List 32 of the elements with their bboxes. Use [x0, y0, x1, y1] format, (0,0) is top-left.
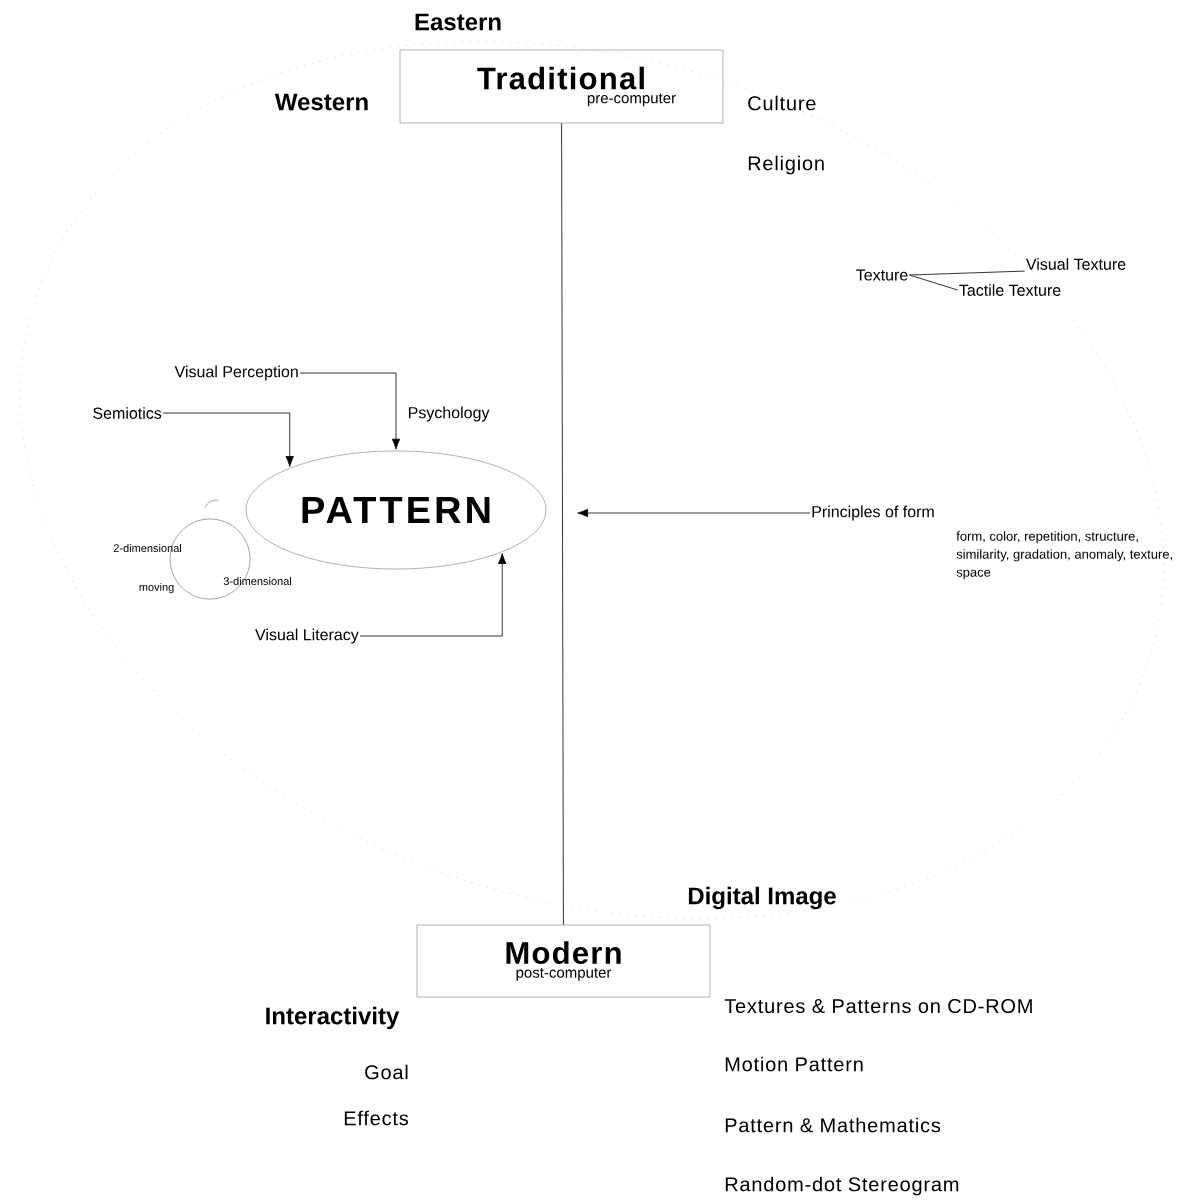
label-text: Random-dot Stereogram: [725, 1176, 959, 1196]
topic-text: Visual Perception: [174, 365, 298, 381]
connector-line: [359, 553, 507, 637]
label-text: Western: [274, 93, 368, 111]
connector-line: [162, 412, 294, 467]
connector-line: [909, 270, 1026, 276]
connector-line: [909, 274, 959, 291]
label-text: Culture: [748, 95, 816, 111]
label-text: Digital Image: [688, 886, 836, 910]
label-text: Psychology: [408, 406, 490, 422]
label-text: Motion Pattern: [725, 1056, 863, 1072]
connector-line: [577, 508, 811, 518]
label-text: Textures & Patterns on CD-ROM: [724, 998, 1032, 1014]
topic-text: Visual Texture: [1025, 258, 1126, 270]
label-text: Interactivity: [266, 1006, 400, 1030]
period-box: Traditional pre-computer: [399, 49, 724, 124]
topic-text: Principles of form: [812, 505, 934, 521]
period-box: Modern post-computer: [416, 924, 711, 998]
topic-text: Semiotics: [93, 407, 162, 419]
label-text: Religion: [748, 155, 824, 175]
label-text: 2-dimensional: [113, 543, 181, 553]
label-text: Effects: [344, 1110, 409, 1126]
description-text: form, color, repetition, structure, similarity, gradation, anomaly, texture, space: [956, 531, 1172, 580]
label-text: Pattern & Mathematics: [725, 1117, 941, 1133]
connector-line: [561, 122, 564, 926]
label-text: Goal: [365, 1064, 408, 1080]
connector-line: [299, 372, 401, 450]
topic-text: Tactile Texture: [959, 284, 1061, 296]
topic-text: Visual Literacy: [255, 628, 359, 644]
label-text: moving: [139, 582, 174, 594]
label-text: 3-dimensional: [223, 576, 291, 586]
topic-text: Texture: [856, 269, 908, 281]
